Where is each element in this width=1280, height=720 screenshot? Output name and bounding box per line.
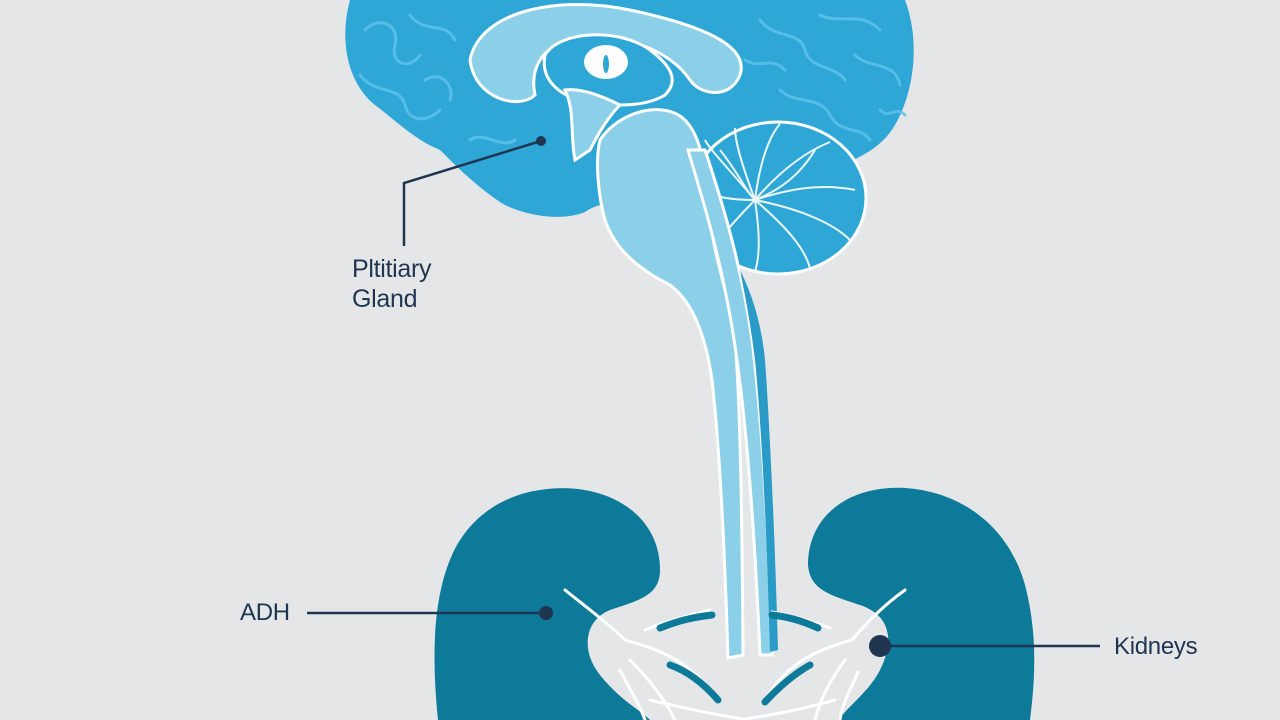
right-kidney-vessel-fill	[761, 611, 822, 706]
spinal-tract-dark	[740, 270, 778, 652]
corpus-callosum	[468, 2, 743, 104]
kidneys-label: Kidneys	[1114, 633, 1198, 660]
pituitary-label-line2: Gland	[352, 285, 418, 313]
ventricle-core	[603, 55, 609, 73]
pituitary-stalk	[562, 88, 623, 163]
spinal-tract	[685, 148, 774, 657]
adh-pointer	[307, 606, 553, 620]
right-kidney	[808, 487, 1035, 720]
pituitary-label-line1: Pltitiary	[352, 255, 432, 283]
pituitary-gland-label: Pltitiary Gland	[352, 254, 432, 314]
pituitary-pointer	[402, 136, 546, 246]
adh-label: ADH	[240, 599, 290, 626]
left-kidney-vessel-fill	[656, 611, 722, 704]
kidneys-pointer	[869, 635, 1100, 657]
left-kidney	[434, 488, 660, 720]
brain-folds	[358, 13, 907, 145]
